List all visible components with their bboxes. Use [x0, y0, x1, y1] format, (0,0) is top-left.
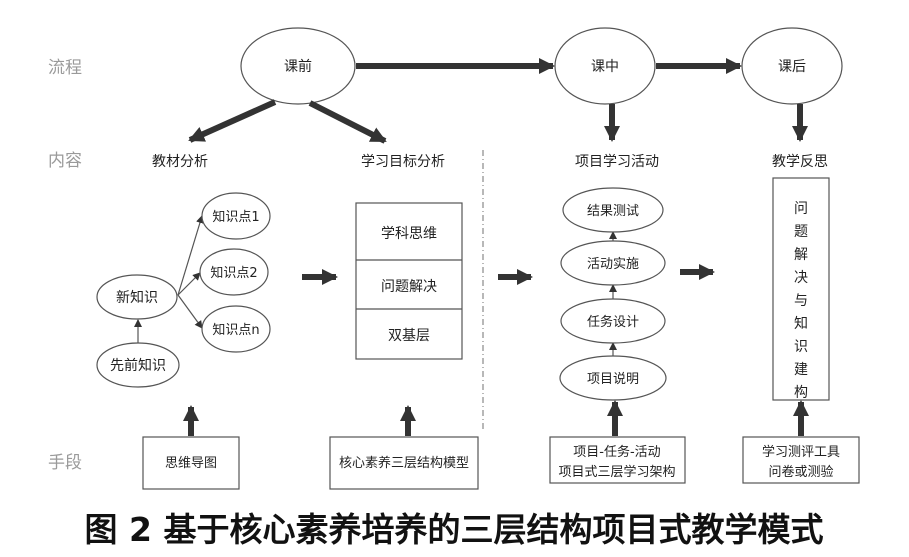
svg-text:项目说明: 项目说明 [587, 372, 639, 387]
means-model: 核心素养三层结构模型 [329, 436, 479, 490]
node-new-knowledge: 新知识 [116, 289, 158, 306]
phase-before: 课前 [240, 27, 356, 105]
svg-text:双基层: 双基层 [388, 327, 430, 344]
svg-text:核心素养三层结构模型: 核心素养三层结构模型 [339, 455, 469, 471]
svg-text:任务设计: 任务设计 [587, 314, 639, 330]
svg-text:问: 问 [794, 201, 808, 217]
mindmap: 新知识 先前知识 知识点1 知识点2 知识点n [96, 192, 271, 388]
svg-text:项目式三层学习架构: 项目式三层学习架构 [558, 464, 675, 480]
svg-text:结果测试: 结果测试 [587, 204, 639, 219]
content-reflection: 教学反思 [772, 154, 828, 170]
figure-caption: 图 2 基于核心素养培养的三层结构项目式教学模式 [85, 510, 824, 549]
svg-text:解: 解 [794, 247, 808, 263]
content-textbook: 教材分析 [152, 154, 208, 170]
svg-text:决: 决 [794, 270, 808, 286]
node-point-n: 知识点n [212, 322, 259, 338]
svg-text:活动实施: 活动实施 [587, 257, 639, 272]
content-project: 项目学习活动 [575, 154, 659, 170]
content-goals: 学习目标分析 [361, 154, 445, 170]
activity-chain: 结果测试 活动实施 任务设计 项目说明 [559, 187, 667, 401]
svg-text:课中: 课中 [591, 59, 619, 75]
svg-text:思维导图: 思维导图 [165, 456, 217, 471]
row-label-process: 流程 [48, 58, 82, 78]
svg-text:知: 知 [794, 315, 808, 332]
means-mindmap: 思维导图 [142, 436, 240, 490]
svg-text:问卷或测验: 问卷或测验 [768, 464, 833, 480]
reflection-box: 问 题 解 决 与 知 识 建 构 [772, 177, 830, 401]
node-point-2: 知识点2 [210, 265, 257, 281]
svg-text:识: 识 [794, 339, 808, 355]
svg-text:学习测评工具: 学习测评工具 [762, 444, 840, 460]
svg-text:项目-任务-活动: 项目-任务-活动 [573, 444, 660, 460]
node-point-1: 知识点1 [212, 209, 259, 225]
phase-during: 课中 [554, 27, 656, 105]
svg-text:与: 与 [794, 293, 808, 309]
row-label-content: 内容 [48, 151, 82, 171]
node-prior-knowledge: 先前知识 [110, 357, 166, 374]
svg-text:构: 构 [794, 385, 808, 401]
svg-text:课前: 课前 [284, 58, 312, 75]
phase-after: 课后 [741, 27, 843, 105]
svg-text:学科思维: 学科思维 [381, 226, 437, 242]
svg-text:建: 建 [794, 362, 808, 378]
svg-text:课后: 课后 [778, 59, 806, 75]
svg-text:题: 题 [794, 224, 808, 240]
layer-stack: 学科思维 问题解决 双基层 [355, 202, 463, 360]
thick-arrows [183, 58, 809, 436]
row-label-means: 手段 [48, 453, 82, 473]
svg-text:问题解决: 问题解决 [381, 279, 437, 295]
